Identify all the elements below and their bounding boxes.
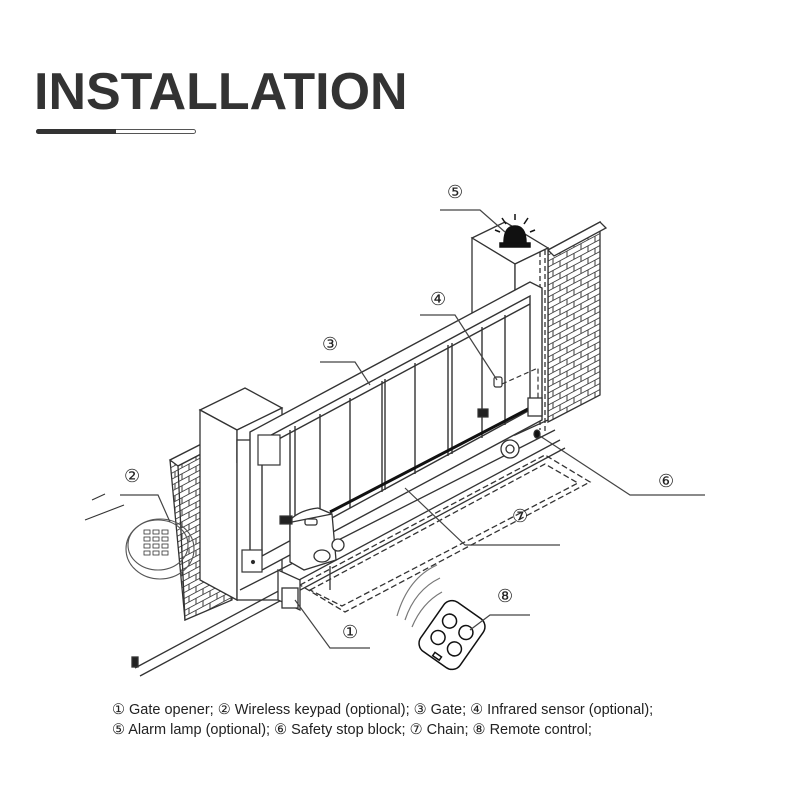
underline-fill: [36, 129, 116, 134]
gate-opener-motor: [277, 507, 345, 612]
title-underline-bar: [36, 129, 196, 135]
callout-3: ③: [322, 334, 338, 355]
safety-stop-block: [500, 397, 543, 459]
chain: [329, 406, 531, 514]
callout-leaders: [120, 209, 705, 649]
remote-control: [396, 564, 486, 671]
legend-line-2: ⑤ Alarm lamp (optional); ⑥ Safety stop b…: [112, 722, 592, 738]
right-brick-wall: [546, 220, 608, 424]
page-title: INSTALLATION: [34, 63, 408, 121]
callout-numbers: ⑤ ④ ③ ② ⑥ ⑦ ① ⑧: [124, 182, 674, 643]
alarm-lamp: [494, 214, 536, 248]
callout-2: ②: [124, 466, 140, 487]
callout-7: ⑦: [512, 506, 528, 527]
callout-5: ⑤: [447, 182, 463, 203]
callout-6: ⑥: [658, 471, 674, 492]
infrared-sensor: [241, 367, 539, 573]
callout-8: ⑧: [497, 586, 513, 607]
callout-4: ④: [430, 289, 446, 310]
legend-line-1: ① Gate opener; ② Wireless keypad (option…: [112, 702, 654, 718]
legend: ① Gate opener; ② Wireless keypad (option…: [112, 700, 653, 740]
callout-1: ①: [342, 622, 358, 643]
wireless-keypad: [84, 493, 195, 580]
